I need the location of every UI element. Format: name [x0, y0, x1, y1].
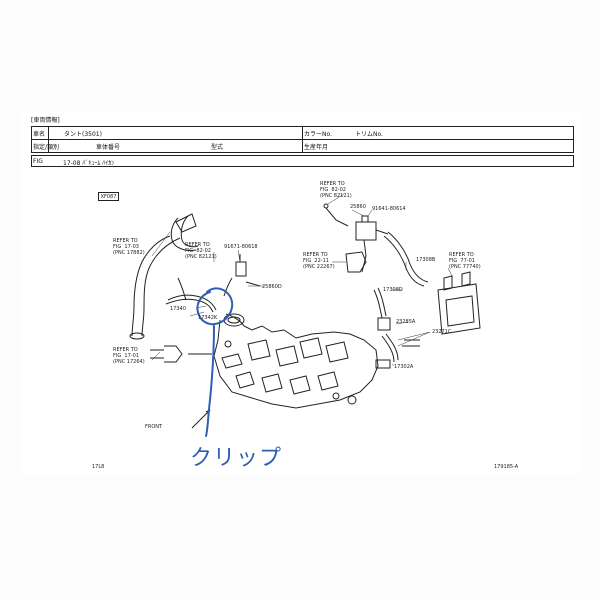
- trim-number-label: トリムNo.: [355, 131, 383, 138]
- part-17308D: 17308D: [383, 287, 403, 293]
- vehicle-info-row-1: [32, 127, 573, 140]
- vehicle-info-title: [車両情報]: [31, 117, 60, 124]
- car-name-value: タント(3501): [64, 131, 102, 138]
- pcv-fitting: [164, 345, 183, 363]
- part-23285A: 23285A: [396, 319, 416, 325]
- fig-label: FIG: [33, 158, 43, 165]
- production-date-label: 生産年月: [304, 144, 329, 151]
- ref-fig-82-02-left: REFER TO FIG 82-02 (PNC 82121): [185, 242, 217, 260]
- right-footer-code: 179185-A: [494, 464, 519, 470]
- figure-title-bar: [31, 155, 574, 167]
- part-17340: 17340: [170, 306, 186, 312]
- diagram-tag: XF087: [98, 192, 119, 201]
- vehicle-info-table: [31, 126, 574, 153]
- upper-hose: [170, 217, 197, 251]
- vin-label: 車体番号: [96, 144, 121, 151]
- designation-label: 指定/類別: [33, 144, 60, 151]
- part-17342K: 17342K: [198, 315, 218, 321]
- color-number-label: カラーNo.: [304, 131, 332, 138]
- part-25860D: 25860D: [262, 284, 282, 290]
- part-23271C: 23271C: [432, 329, 452, 335]
- fig-title: 17-08 ﾊﾞｷｭｰﾑ ﾊｲｶﾝ: [63, 160, 115, 167]
- vehicle-info-row-2: [32, 140, 573, 153]
- part-17302A: 17302A: [394, 364, 414, 370]
- handwritten-circle-annotation: [196, 287, 234, 437]
- engine-outline: [213, 319, 379, 409]
- ref-fig-17-03: REFER TO FIG 17-03 (PNC 17882): [113, 238, 145, 256]
- ref-fig-77-01: REFER TO FIG 77-01 (PNC 77740): [449, 252, 481, 270]
- ref-fig-82-02-top: REFER TO FIG 82-02 (PNC 82121): [320, 181, 352, 199]
- handwritten-clip-note: クリップ: [190, 446, 283, 471]
- ref-fig-17-01: REFER TO FIG 17-01 (PNC 17264): [113, 347, 145, 365]
- large-intake-hose: [131, 235, 171, 337]
- ref-fig-22-11: REFER TO FIG 22-11 (PNC 22267): [303, 252, 335, 270]
- vsv-valve-left: [235, 261, 247, 277]
- vacuum-hose-17340: [167, 294, 217, 311]
- front-direction-label: FRONT: [145, 424, 163, 430]
- model-label: 型式: [211, 144, 224, 151]
- bracket-22267: [345, 251, 367, 273]
- part-17308B: 17308B: [416, 257, 436, 263]
- oil-cap: [223, 313, 245, 327]
- parts-sheet: [22, 112, 582, 474]
- charcoal-canister: [437, 283, 481, 335]
- part-25860: 25860: [350, 204, 366, 210]
- vsv-valve-top: [355, 221, 377, 241]
- car-name-label: 車名: [33, 131, 46, 138]
- left-footer-code: 17L8: [92, 464, 105, 470]
- vacuum-line-17308D: [373, 289, 383, 319]
- part-91671-80618: 91671-80618: [224, 244, 258, 250]
- part-91641-80614: 91641-80614: [372, 206, 406, 212]
